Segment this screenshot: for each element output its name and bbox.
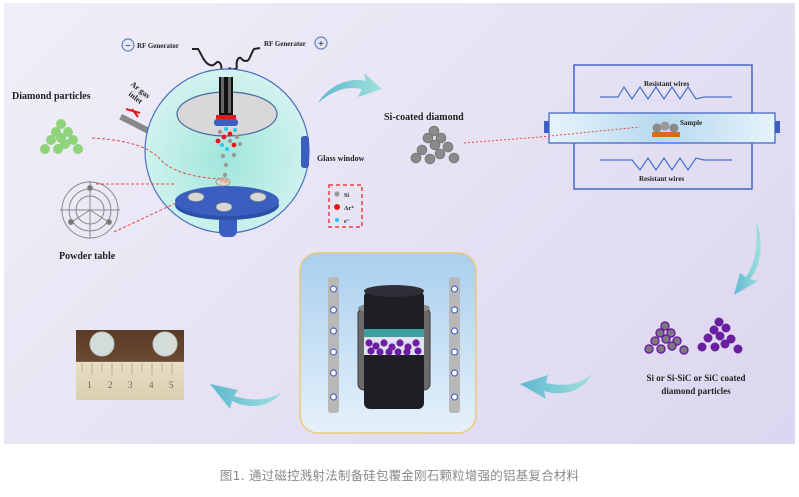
si-coated-diamond-icon xyxy=(410,125,460,165)
glass-window-label: Glass window xyxy=(317,154,365,163)
hot-press-panel xyxy=(299,252,477,434)
figure-caption: 图1. 通过磁控溅射法制备硅包覆金刚石颗粒增强的铝基复合材料 xyxy=(219,468,580,483)
ruler-number: 1 xyxy=(87,380,92,390)
rf-generator-positive-label: RF Generator xyxy=(264,40,306,48)
particle-legend: Si Ar⁺ e⁻ xyxy=(328,184,363,228)
powder-table-label: Powder table xyxy=(59,251,116,262)
resistant-wires-bottom-label: Resistant wires xyxy=(639,175,684,183)
ar-gas-inlet-pipe xyxy=(119,113,155,136)
sample-boat xyxy=(652,132,680,137)
rf-generator-negative-label: RF Generator xyxy=(137,42,179,50)
glass-window xyxy=(301,136,309,168)
legend-si-label: Si xyxy=(344,193,349,199)
powder-table-diagram xyxy=(60,181,120,239)
tube-furnace: Resistant wires Sample Resistant wires xyxy=(539,64,780,190)
resistant-wire-top xyxy=(600,85,732,101)
ruler-number: 5 xyxy=(169,380,174,390)
process-diagram: − RF Generator + RF Generator Ar gas inl… xyxy=(4,3,795,444)
legend-si-icon xyxy=(334,191,340,197)
legend-ar-label: Ar⁺ xyxy=(344,205,354,212)
sample-photo: 1 2 3 4 5 xyxy=(76,330,184,400)
arrow-icon-3 xyxy=(520,373,592,399)
ar-gas-inlet-valve-icon xyxy=(125,108,141,118)
negative-terminal-icon xyxy=(121,38,135,52)
diamond-particles-label: Diamond particles xyxy=(12,91,91,102)
ruler-number: 2 xyxy=(108,380,113,390)
positive-terminal-icon xyxy=(314,36,328,50)
sputtered-particles xyxy=(215,127,242,178)
coated-particles-label-2: diamond particles xyxy=(661,386,731,396)
diamond-particles-icon xyxy=(40,119,83,154)
negative-symbol: − xyxy=(125,41,131,52)
positive-symbol: + xyxy=(318,39,324,50)
ruler-number: 4 xyxy=(149,380,154,390)
resistant-wire-bottom xyxy=(600,156,732,172)
sputtering-chamber: Ar gas inlet xyxy=(119,68,365,237)
legend-electron-icon xyxy=(335,218,339,222)
si-coated-particles-icon xyxy=(644,321,689,355)
resistant-wires-top-label: Resistant wires xyxy=(644,80,689,88)
ruler-number: 3 xyxy=(128,380,133,390)
arrow-icon-1 xyxy=(318,73,382,103)
sample-label: Sample xyxy=(680,119,702,127)
legend-electron-label: e⁻ xyxy=(344,219,350,225)
sic-coated-particles-icon xyxy=(697,317,743,354)
arrow-icon-2 xyxy=(734,221,761,295)
rf-generator-wires: − RF Generator + RF Generator xyxy=(121,36,328,90)
si-coated-diamond-label: Si-coated diamond xyxy=(384,112,464,123)
legend-ar-icon xyxy=(334,204,340,210)
arrow-icon-4 xyxy=(210,384,282,409)
coated-particles-label-1: Si or Si-SiC or SiC coated xyxy=(647,373,746,383)
